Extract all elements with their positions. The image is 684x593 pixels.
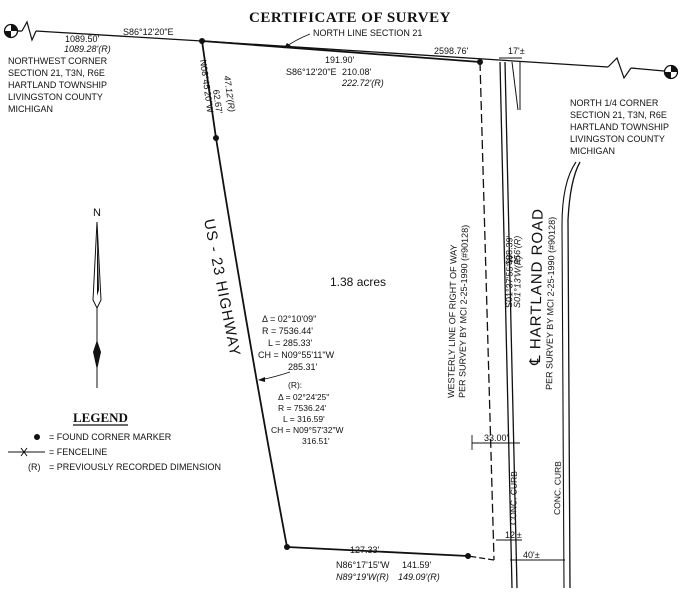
curve-data: Δ = 02°10'09" R = 7536.44' L = 285.33' C…: [258, 314, 335, 372]
legend-item-fenceline: = FENCELINE: [49, 447, 107, 457]
row-label: WESTERLY LINE OF RIGHT OF WAY: [446, 244, 459, 398]
south-line-distance-west: 127.33': [350, 545, 380, 555]
corner-marker: [465, 553, 471, 559]
road-dimension-marks: [471, 57, 565, 561]
curb-label-east: CONC. CURB: [552, 461, 563, 515]
nq-corner-line: NORTH 1/4 CORNER: [570, 98, 659, 108]
corner-marker: [477, 59, 483, 65]
road-survey-label: PER SURVEY BY MCI 2-25-1990 (#90128): [544, 217, 557, 390]
curve-recorded-chord-bearing: CH = N09°57'32"W: [271, 425, 344, 435]
road-width-12: 12'±: [505, 530, 522, 540]
legend-title: LEGEND: [73, 410, 128, 425]
highway-label: US - 23 HIGHWAY: [200, 218, 243, 359]
nw-corner-line: MICHIGAN: [8, 104, 53, 114]
north-line-distance-west: 1089.50': [65, 34, 100, 44]
road-width-40: 40'±: [523, 550, 540, 560]
nw-corner-line: HARTLAND TOWNSHIP: [8, 80, 107, 90]
nw-corner-line: LIVINGSTON COUNTY: [8, 92, 103, 102]
curve-recorded-chord: 316.51': [302, 436, 330, 446]
east-line-distance: 338.39': [504, 235, 515, 265]
northwest-corner-description: NORTHWEST CORNER SECTION 21, T3N, R6E HA…: [8, 56, 108, 114]
north-line-distance-total: 2598.76': [434, 46, 469, 56]
lot-north-distance-recorded: 222.72'(R): [341, 78, 384, 88]
curve-chord-bearing: CH = N09°55'11"W: [258, 350, 335, 360]
curve-recorded-delta: Δ = 02°24'25": [278, 392, 329, 402]
nq-corner-line: SECTION 21, T3N, R6E: [570, 110, 667, 120]
north-line-distance-mid: 191.90': [325, 55, 355, 65]
curve-recorded-radius: R = 7536.24': [278, 403, 327, 413]
found-corner-marker-icon: [34, 434, 40, 440]
curve-recorded-length: L = 316.59': [283, 414, 325, 424]
south-line-distance-recorded: 149.09'(R): [398, 572, 440, 582]
legend-item-recorded: = PREVIOUSLY RECORDED DIMENSION: [49, 462, 221, 472]
nq-corner-line: LIVINGSTON COUNTY: [570, 134, 665, 144]
road-label: ℄ HARTLAND ROAD: [527, 208, 547, 366]
row-survey-label: PER SURVEY BY MCI 2-25-1990 (#90128): [457, 225, 470, 398]
curve-radius: R = 7536.44': [262, 326, 313, 336]
curb-label-west: CONC. CURB: [508, 471, 519, 525]
north-line-bearing: S86°12'20"E: [123, 27, 174, 37]
north-arrow-icon: N: [92, 207, 102, 388]
north-quarter-corner-description: NORTH 1/4 CORNER SECTION 21, T3N, R6E HA…: [570, 98, 669, 156]
corner-marker: [213, 135, 219, 141]
property-boundary: [201, 40, 495, 561]
road-width-17: 17'±: [508, 46, 525, 56]
south-line-distance: 141.59': [402, 560, 432, 570]
legend-symbol-recorded: (R): [28, 462, 41, 472]
northwest-section-corner-icon: [3, 23, 19, 39]
legend: LEGEND = FOUND CORNER MARKER = FENCELINE…: [8, 410, 221, 472]
nw-corner-line: SECTION 21, T3N, R6E: [8, 68, 105, 78]
south-line-bearing: N86°17'15"W: [336, 560, 390, 570]
east-line-bearing: S01°37'55"W: [504, 254, 515, 308]
curve-length: L = 285.33': [268, 338, 312, 348]
nq-corner-line: HARTLAND TOWNSHIP: [570, 122, 669, 132]
road-width-33: 33.00': [484, 433, 509, 443]
drawing-title: CERTIFICATE OF SURVEY: [249, 10, 451, 26]
lot-north-distance: 210.08': [342, 67, 372, 77]
corner-marker: [284, 544, 290, 550]
nq-corner-line: MICHIGAN: [570, 146, 615, 156]
south-line-bearing-recorded: N89°19'W(R): [336, 572, 389, 582]
area-label: 1.38 acres: [330, 275, 386, 289]
legend-item-marker: = FOUND CORNER MARKER: [49, 432, 172, 442]
fenceline-icon: [8, 447, 45, 457]
curve-delta: Δ = 02°10'09": [262, 314, 316, 324]
corner-marker: [199, 38, 205, 44]
north-quarter-corner-icon: [663, 64, 679, 80]
lot-north-bearing: S86°12'20"E: [286, 67, 337, 77]
curve-recorded-title: (R):: [288, 380, 302, 390]
north-arrow-label: N: [93, 207, 101, 219]
west-line-distance: 62.67': [211, 89, 224, 115]
curve-chord: 285.31': [288, 362, 318, 372]
curve-recorded-data: (R): Δ = 02°24'25" R = 7536.24' L = 316.…: [271, 380, 344, 446]
north-line-label: NORTH LINE SECTION 21: [313, 28, 422, 38]
east-line-bearing-recorded: S01°13'W(R): [512, 256, 523, 309]
east-line-distance-recorded: 356'(R): [512, 236, 523, 265]
north-line-distance-west-recorded: 1089.28'(R): [64, 44, 111, 54]
hartland-road-lines: [499, 61, 581, 589]
west-line-bearing: N08°45'20"W: [198, 59, 215, 114]
nw-corner-line: NORTHWEST CORNER: [8, 56, 108, 66]
